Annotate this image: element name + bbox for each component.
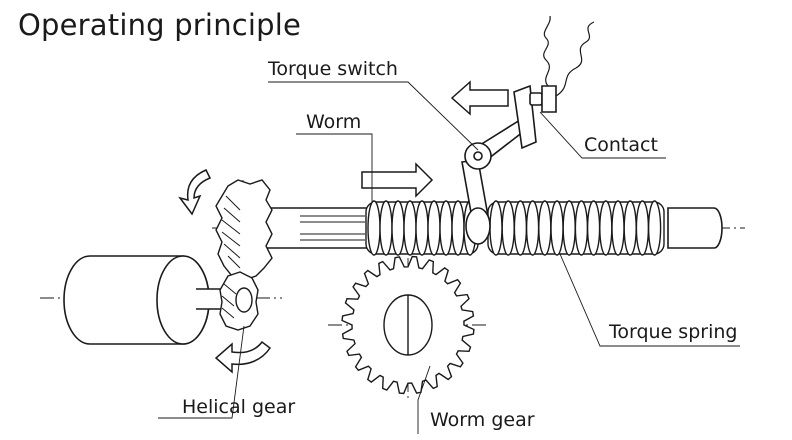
worm-threads <box>367 200 477 256</box>
lever-pivot-pin <box>473 151 483 161</box>
worm-thread <box>439 200 453 256</box>
spring-coil <box>501 200 515 256</box>
worm-thread <box>391 200 405 256</box>
page-title: Operating principle <box>18 8 302 42</box>
leader-torque-switch <box>268 81 479 151</box>
torque-switch-lever <box>461 118 530 245</box>
spring-coil <box>586 200 601 256</box>
lower-helical-gear-teeth <box>221 283 237 319</box>
rotate-arrow-upper-icon <box>178 169 212 216</box>
spring-coil <box>635 200 650 256</box>
worm-thread <box>367 200 381 256</box>
spring-coil <box>513 200 528 256</box>
shaft-left <box>257 207 373 249</box>
worm-thread <box>379 200 393 256</box>
rotate-arrow-lower-icon <box>214 340 272 374</box>
worm <box>365 200 479 256</box>
left-arrow-icon <box>450 80 509 116</box>
upper-helical-gear <box>215 179 273 281</box>
spring-coil <box>623 200 637 256</box>
contact-wire-1 <box>543 15 551 87</box>
motion-arrows <box>178 80 509 374</box>
spring-coil <box>489 200 503 256</box>
leader-contact <box>539 111 666 159</box>
shaft-spline <box>300 215 365 241</box>
label-worm-gear: Worm gear <box>430 409 535 431</box>
worm-thread <box>427 200 441 256</box>
lower-helical-gear-hub <box>235 287 253 313</box>
contact-button <box>529 92 543 106</box>
lever-foot <box>465 207 491 245</box>
leader-worm <box>296 133 373 202</box>
spring-coil <box>562 200 576 256</box>
worm-thread <box>415 200 429 256</box>
leader-worm-gear <box>417 365 431 434</box>
upper-helical-gear-teeth <box>221 195 241 269</box>
torque-spring <box>487 200 665 256</box>
label-contact: Contact <box>584 134 658 156</box>
label-torque-switch: Torque switch <box>268 58 398 80</box>
spring-coil <box>599 200 613 256</box>
spring-coil <box>550 200 564 256</box>
leader-lines <box>158 81 740 434</box>
contact-assembly <box>513 15 595 150</box>
leader-helical-gear <box>158 325 245 419</box>
right-arrow-icon <box>361 162 434 198</box>
spring-coil <box>538 200 552 256</box>
worm-thread <box>403 200 417 256</box>
spring-coil <box>574 200 589 256</box>
label-helical-gear: Helical gear <box>182 396 296 418</box>
shaft-right <box>667 207 723 249</box>
worm-thread <box>451 200 465 256</box>
leader-torque-spring <box>559 253 740 347</box>
contact-block <box>541 85 557 113</box>
motor <box>63 255 227 345</box>
spring-coil <box>647 200 662 256</box>
label-torque-spring: Torque spring <box>609 321 738 343</box>
upper-helical-gear-body <box>215 179 273 281</box>
spring-coils <box>489 200 662 256</box>
spring-coil <box>525 200 540 256</box>
contact-wire-2 <box>555 21 595 97</box>
spring-coil <box>611 200 625 256</box>
lower-helical-gear <box>219 271 259 331</box>
worm-gear <box>341 255 475 395</box>
label-worm: Worm <box>306 111 362 133</box>
